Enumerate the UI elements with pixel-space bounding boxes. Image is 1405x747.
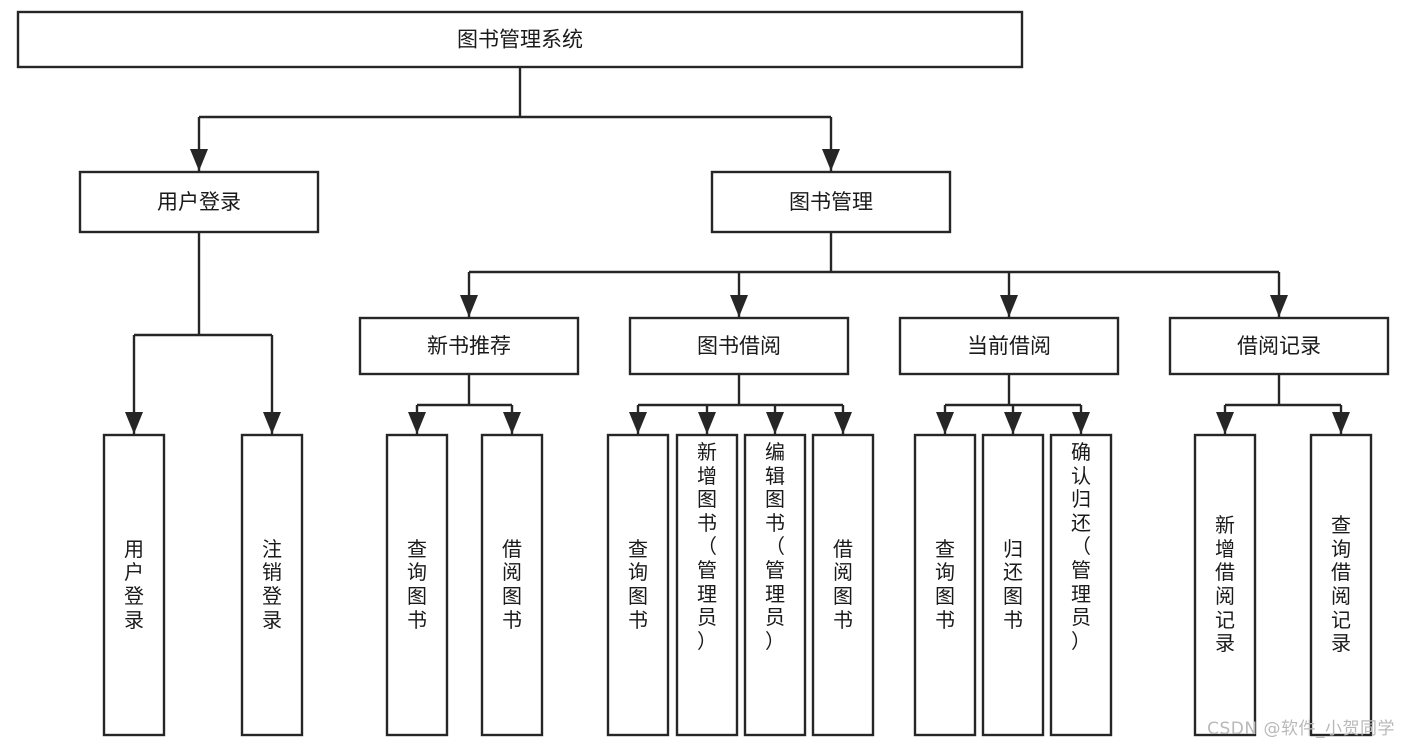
node-leaf-query-book-1[interactable] [385,433,449,737]
node-label-book-borrow: 图书借阅 [697,334,781,358]
node-leaf-add-record[interactable] [1193,433,1257,737]
node-leaf-add-book[interactable] [675,433,739,737]
user-login-arrow-0 [125,412,143,434]
node-leaf-query-record[interactable] [1309,433,1373,737]
book-borrow-arrow-1 [698,412,716,434]
node-label-new-book-rec: 新书推荐 [427,334,511,358]
node-leaf-borrow-book-1[interactable] [480,433,544,737]
node-book-borrow[interactable]: 图书借阅 [628,316,850,376]
node-book-manage[interactable]: 图书管理 [710,170,952,234]
root-arrow-1 [822,149,840,171]
node-label-current-borrow: 当前借阅 [967,334,1051,358]
current-borrow-arrow-2 [1072,412,1090,434]
root-arrow-0 [190,149,208,171]
book-borrow-arrow-2 [766,412,784,434]
node-leaf-confirm-return[interactable] [1049,433,1113,737]
new-book-rec-arrow-0 [408,412,426,434]
node-current-borrow[interactable]: 当前借阅 [898,316,1120,376]
current-borrow-arrow-0 [936,412,954,434]
current-borrow-arrow-1 [1004,412,1022,434]
new-book-rec-arrow-1 [503,412,521,434]
node-user-login[interactable]: 用户登录 [78,170,320,234]
book-manage-arrow-2 [1000,295,1018,317]
node-leaf-user-login[interactable] [102,433,166,737]
node-leaf-query-book-2[interactable] [606,433,670,737]
book-manage-arrow-0 [460,295,478,317]
node-label-user-login: 用户登录 [157,190,241,214]
node-leaf-edit-book[interactable] [743,433,807,737]
node-label-root: 图书管理系统 [457,28,583,52]
node-label-borrow-record: 借阅记录 [1237,334,1321,358]
node-new-book-rec[interactable]: 新书推荐 [358,316,580,376]
node-leaf-query-book-3[interactable] [913,433,977,737]
book-borrow-arrow-3 [834,412,852,434]
book-borrow-arrow-0 [629,412,647,434]
node-leaf-borrow-book-2[interactable] [811,433,875,737]
node-label-book-manage: 图书管理 [789,190,873,214]
node-leaf-logout[interactable] [240,433,304,737]
node-root[interactable]: 图书管理系统 [16,10,1024,69]
user-login-arrow-1 [263,412,281,434]
borrow-record-arrow-1 [1332,412,1350,434]
borrow-record-arrow-0 [1216,412,1234,434]
node-borrow-record[interactable]: 借阅记录 [1168,316,1390,376]
book-manage-arrow-1 [730,295,748,317]
watermark: CSDN @软件_小贺同学 [1207,719,1395,739]
book-manage-arrow-3 [1270,295,1288,317]
node-leaf-return-book[interactable] [981,433,1045,737]
connector-layer [125,67,1350,434]
